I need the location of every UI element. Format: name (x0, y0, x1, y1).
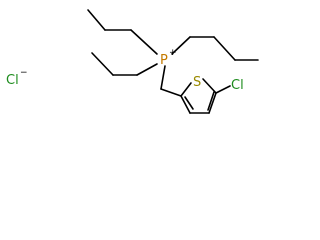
bond (130, 29, 158, 55)
sulfur-label: S (193, 75, 201, 90)
butyl-chain-left (91, 52, 158, 76)
bond (184, 96, 194, 110)
methylene-linker (160, 65, 182, 97)
chloride-label: Cl (6, 73, 19, 88)
bond (91, 52, 114, 76)
bond (87, 9, 106, 31)
bond (180, 82, 192, 97)
atom-phosphorus: P + (160, 48, 177, 68)
bond (208, 92, 217, 114)
bond (215, 85, 231, 94)
bond (160, 88, 182, 97)
bond (213, 36, 236, 61)
bond (202, 78, 217, 94)
phosphorus-label: P (160, 53, 168, 68)
chloride-charge: − (20, 68, 28, 78)
bond (136, 63, 158, 76)
bond (171, 36, 191, 55)
phosphorus-charge: + (169, 48, 177, 58)
butyl-chain-top-right (171, 36, 259, 61)
butyl-chain-top-left (87, 9, 158, 55)
bond (160, 65, 166, 90)
chloride-counterion: Cl − (6, 68, 28, 88)
chlorine-substituent-label: Cl (231, 78, 244, 93)
structure-diagram: P + S Cl Cl − (6, 9, 259, 114)
bond (207, 91, 215, 111)
bond (180, 95, 191, 114)
thiophene-ring (180, 78, 231, 114)
